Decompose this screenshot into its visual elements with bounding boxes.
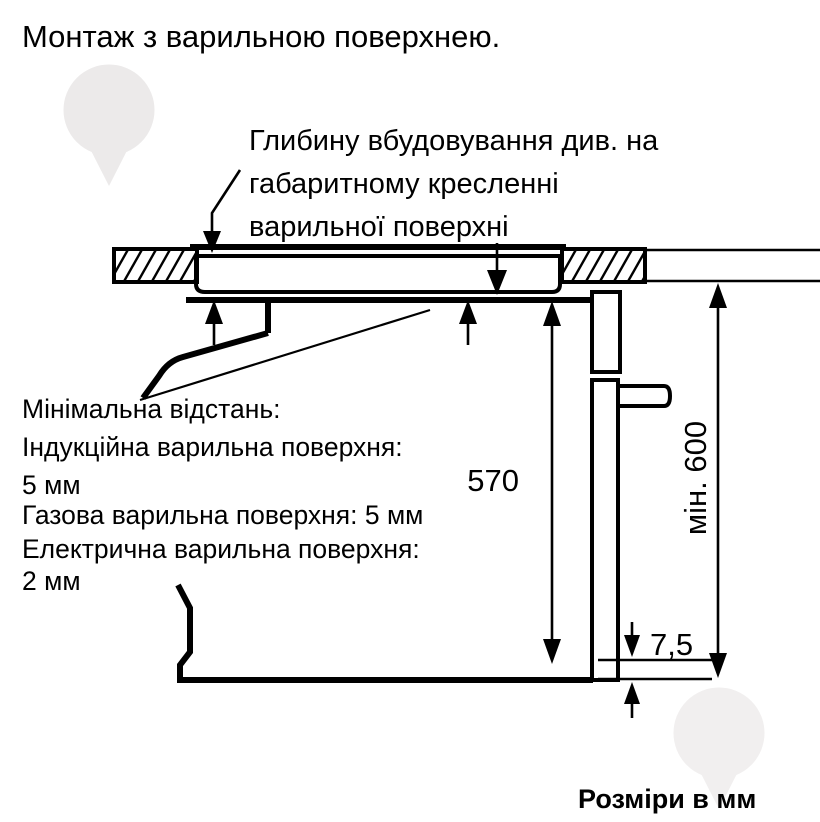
worktop-continuation	[645, 248, 820, 283]
svg-text:Електрична варильна поверхня:: Електрична варильна поверхня:	[22, 534, 420, 564]
dimension-7-5: 7,5	[598, 622, 712, 718]
units-caption: Розміри в мм	[578, 784, 756, 814]
dimension-570-label: 570	[467, 463, 519, 498]
dimension-570: 570	[467, 301, 561, 664]
dimension-min-600: мін. 600	[678, 283, 727, 678]
clearance-arrow-left	[205, 300, 223, 345]
svg-text:5 мм: 5 мм	[22, 470, 81, 500]
page-title: Монтаж з варильною поверхнею.	[22, 19, 500, 54]
cooktop-body	[186, 244, 566, 303]
dimension-7-5-label: 7,5	[650, 627, 693, 662]
svg-text:габаритному кресленні: габаритному кресленні	[249, 168, 559, 200]
svg-text:Індукційна варильна поверхня:: Індукційна варильна поверхня:	[22, 432, 403, 462]
oven-body	[140, 297, 593, 683]
dimension-min-600-label: мін. 600	[678, 421, 713, 535]
clearance-note: Мінімальна відстань: Індукційна варильна…	[22, 394, 423, 596]
svg-text:варильної поверхні: варильної поверхні	[249, 211, 509, 243]
svg-text:2 мм: 2 мм	[22, 566, 81, 596]
oven-door-panel	[590, 290, 673, 682]
svg-text:Газова варильна поверхня: 5 мм: Газова варильна поверхня: 5 мм	[22, 500, 423, 530]
depth-note: Глибину вбудовування див. на габаритному…	[249, 125, 659, 243]
svg-text:Мінімальна відстань:: Мінімальна відстань:	[22, 394, 281, 424]
clearance-arrow-center	[459, 300, 477, 345]
clearance-note-leader	[139, 308, 431, 402]
worktop-right-section	[560, 247, 647, 284]
cooktop-depth-arrow	[487, 243, 507, 295]
watermark-logo-top-left	[63, 64, 155, 186]
depth-note-leader	[203, 169, 242, 253]
svg-text:Глибину вбудовування див. на: Глибину вбудовування див. на	[249, 125, 659, 157]
watermark-logo-bottom-right	[673, 687, 765, 809]
